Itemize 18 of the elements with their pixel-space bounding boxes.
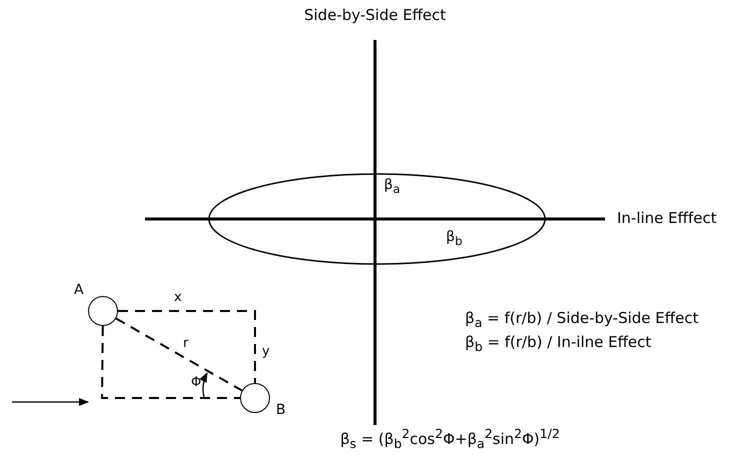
equation: β$_{b}$ = f(r/b) / In-ilne Effect bbox=[465, 335, 652, 354]
circle-node bbox=[240, 383, 270, 413]
dashed-line bbox=[100, 326, 240, 399]
dimension-label: x bbox=[174, 291, 182, 304]
dimension-label: y bbox=[262, 345, 270, 358]
angle-label: Φ bbox=[191, 376, 202, 389]
equation: β$_{s}$ = (β$_{b}$$^{2}$cos$^{2}$Φ+β$_{a}$$^{2}$sin$^{2}$Φ)$^{1/2}$ bbox=[340, 428, 560, 450]
dashed-line bbox=[118, 310, 256, 383]
point-label: B bbox=[276, 403, 286, 417]
axis-label: β$_{a}$ bbox=[384, 178, 400, 196]
axis-title: In-line Efffect bbox=[617, 211, 717, 226]
dashed-line bbox=[116, 318, 242, 392]
circle-node bbox=[88, 296, 118, 326]
edge-label: r bbox=[183, 336, 188, 350]
equation: β$_{a}$ = f(r/b) / Side-by-Side Effect bbox=[465, 311, 698, 330]
axis-title: Side-by-Side Effect bbox=[304, 8, 446, 23]
axis-label: β$_{b}$ bbox=[446, 230, 462, 248]
point-label: A bbox=[74, 283, 84, 297]
